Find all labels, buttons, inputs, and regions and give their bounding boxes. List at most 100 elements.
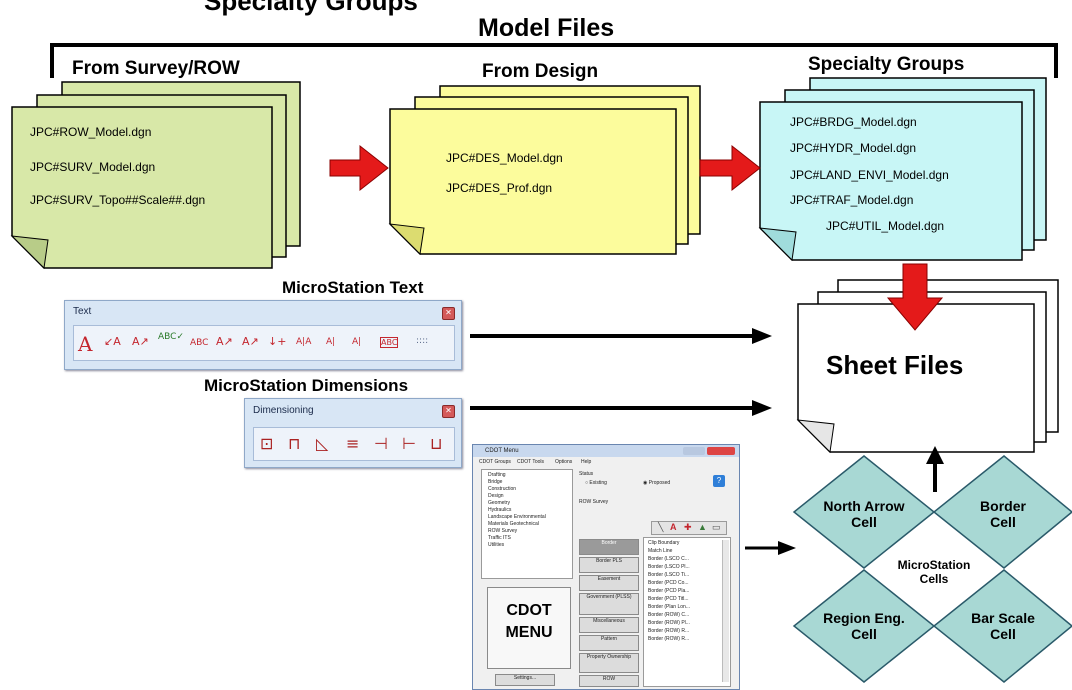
menu-help[interactable]: Help xyxy=(581,459,592,465)
text-node-icon[interactable]: ABC xyxy=(380,337,399,348)
tree-item[interactable]: Materials Geotechnical xyxy=(488,521,539,527)
border-cell-label: Border Cell xyxy=(934,498,1072,530)
angular-dimension-icon[interactable]: ◺ xyxy=(316,434,329,453)
bar-scale-line2: Cell xyxy=(990,626,1016,642)
arrow-specialty-to-sheet xyxy=(886,263,944,331)
dimension-element-icon[interactable]: ⊡ xyxy=(260,434,274,453)
menu-cdot-tools[interactable]: CDOT Tools xyxy=(517,459,545,465)
radial-dimension-icon[interactable]: ⊣ xyxy=(374,434,388,453)
row-button-pattern[interactable]: Pattern xyxy=(579,635,639,651)
edit-text-icon[interactable]: ↙A xyxy=(104,335,121,348)
list-item[interactable]: Clip Boundary xyxy=(648,540,680,546)
cdot-menubar: CDOT Groups CDOT Tools Options Help xyxy=(477,458,735,466)
text-attributes-icon[interactable]: ABC xyxy=(190,338,209,348)
fill-in-icon[interactable]: :::: xyxy=(416,336,429,346)
linear-dimension-icon[interactable]: ⊓ xyxy=(288,434,301,453)
file-name: JPC#DES_Prof.dgn xyxy=(446,181,553,195)
row-button-property-ownership[interactable]: Property Ownership xyxy=(579,653,639,673)
dimensioning-toolbar: Dimensioning ✕ ⊡ ⊓ ◺ ≡ ⊣ ⊢ ⊔ xyxy=(244,398,462,468)
cell-tool-icon[interactable]: ✚ xyxy=(684,522,692,532)
line-tool-icon[interactable]: ╲ xyxy=(658,522,664,532)
tree-item[interactable]: Landscape Environmental xyxy=(488,514,546,520)
list-item[interactable]: Border (LSCO C... xyxy=(648,556,689,562)
radio-proposed[interactable]: ◉ Proposed xyxy=(643,480,671,486)
radio-existing[interactable]: ○ Existing xyxy=(585,480,607,486)
list-item[interactable]: Border (ROW) C... xyxy=(648,612,690,618)
list-item[interactable]: Border (ROW) Pl... xyxy=(648,620,690,626)
copy-text-icon[interactable]: A| xyxy=(326,337,336,347)
file-name: JPC#ROW_Model.dgn xyxy=(30,125,152,139)
tree-item[interactable]: Geometry xyxy=(488,500,510,506)
region-line2: Cell xyxy=(851,626,877,642)
list-item[interactable]: Border (PCD Pla... xyxy=(648,588,690,594)
model-files-bracket xyxy=(50,43,1058,78)
dim-tool-row: ⊡ ⊓ ◺ ≡ ⊣ ⊢ ⊔ xyxy=(253,427,455,461)
pattern-tool-icon[interactable]: ▲ xyxy=(698,522,707,532)
dimensioning-toolbar-title: Dimensioning xyxy=(253,405,314,416)
file-name: JPC#DES_Model.dgn xyxy=(446,151,563,165)
increment-text-icon[interactable]: A|A xyxy=(296,337,312,347)
row-button-easement[interactable]: Easement xyxy=(579,575,639,591)
menu-options[interactable]: Options xyxy=(555,459,573,465)
settings-button[interactable]: Settings... xyxy=(495,674,555,686)
bar-scale-diamond xyxy=(932,569,1072,683)
list-item[interactable]: Border (ROW) R... xyxy=(648,636,690,642)
tree-item[interactable]: Traffic ITS xyxy=(488,535,511,541)
row-button-border[interactable]: Border xyxy=(579,539,639,555)
window-min-max-icon[interactable] xyxy=(683,447,705,455)
red-arrows xyxy=(329,144,944,331)
border-diamond xyxy=(932,455,1072,569)
design-file-stack xyxy=(388,85,701,256)
cell-list: Clip Boundary Match Line Border (LSCO C.… xyxy=(643,537,731,687)
row-button-border-pls[interactable]: Border PLS xyxy=(579,557,639,573)
tree-item[interactable]: Utilities xyxy=(488,542,505,548)
ordinate-dimension-icon[interactable]: ≡ xyxy=(346,434,360,453)
row-button-government[interactable]: Government (PLSS) xyxy=(579,593,639,615)
list-item[interactable]: Border (LSCO Ti... xyxy=(648,572,690,578)
text-tool-row: A ↙A A↗ ABC✓ ABC A↗ A↗ ↓+ A|A A| A| ABC … xyxy=(73,325,455,361)
tree-item[interactable]: Hydraulics xyxy=(488,507,512,513)
change-dimension-icon[interactable]: ⊔ xyxy=(430,434,443,453)
tree-item[interactable]: Bridge xyxy=(488,479,503,485)
text-tool-icon[interactable]: A xyxy=(670,522,677,532)
black-arrows xyxy=(470,328,944,555)
menu-label: MENU xyxy=(505,624,553,641)
geometric-tolerance-icon[interactable]: ⊢ xyxy=(402,434,416,453)
display-text-icon[interactable]: A↗ xyxy=(216,335,233,348)
list-item[interactable]: Border (LSCO Pl... xyxy=(648,564,690,570)
tree-item[interactable]: Drafting xyxy=(488,472,506,478)
list-item[interactable]: Border (ROW) R... xyxy=(648,628,690,634)
bar-scale-cell-label: Bar Scale Cell xyxy=(934,610,1072,642)
file-name: JPC#TRAF_Model.dgn xyxy=(790,193,914,207)
menu-cdot-groups[interactable]: CDOT Groups xyxy=(479,459,511,465)
text-toolbar-title: Text xyxy=(73,306,92,317)
dimension-tool-icon[interactable]: ▭ xyxy=(712,522,721,532)
list-item[interactable]: Border (PCD Titl... xyxy=(648,596,689,602)
arrow-design-to-specialty xyxy=(699,144,761,192)
window-close-icon[interactable] xyxy=(707,447,735,455)
north-arrow-line1: North Arrow xyxy=(823,498,905,514)
row-button-miscellaneous[interactable]: Miscellaneous xyxy=(579,617,639,633)
list-item[interactable]: Border (Plan Lon... xyxy=(648,604,690,610)
file-name: JPC#SURV_Model.dgn xyxy=(30,160,156,174)
place-text-icon[interactable]: A xyxy=(78,332,93,356)
group-tree: Drafting Bridge Construction Design Geom… xyxy=(481,469,573,579)
close-icon[interactable]: ✕ xyxy=(442,307,455,320)
bar-scale-line1: Bar Scale xyxy=(971,610,1035,626)
tree-item[interactable]: ROW Survey xyxy=(488,528,518,534)
list-item[interactable]: Border (PCD Co... xyxy=(648,580,689,586)
tree-item[interactable]: Design xyxy=(488,493,504,499)
change-text-icon[interactable]: A↗ xyxy=(132,335,149,348)
list-scrollbar[interactable] xyxy=(722,540,729,682)
copy-increment-icon[interactable]: A| xyxy=(352,337,362,347)
close-icon[interactable]: ✕ xyxy=(442,405,455,418)
region-diamond xyxy=(792,569,936,683)
arrow-survey-to-design xyxy=(329,144,389,192)
tree-item[interactable]: Construction xyxy=(488,486,517,492)
help-icon[interactable]: ? xyxy=(713,475,725,487)
row-button-row[interactable]: ROW xyxy=(579,675,639,687)
match-text-icon[interactable]: A↗ xyxy=(242,335,259,348)
place-note-icon[interactable]: ↓+ xyxy=(268,335,287,348)
list-item[interactable]: Match Line xyxy=(648,548,673,554)
spell-check-icon[interactable]: ABC✓ xyxy=(158,332,184,342)
